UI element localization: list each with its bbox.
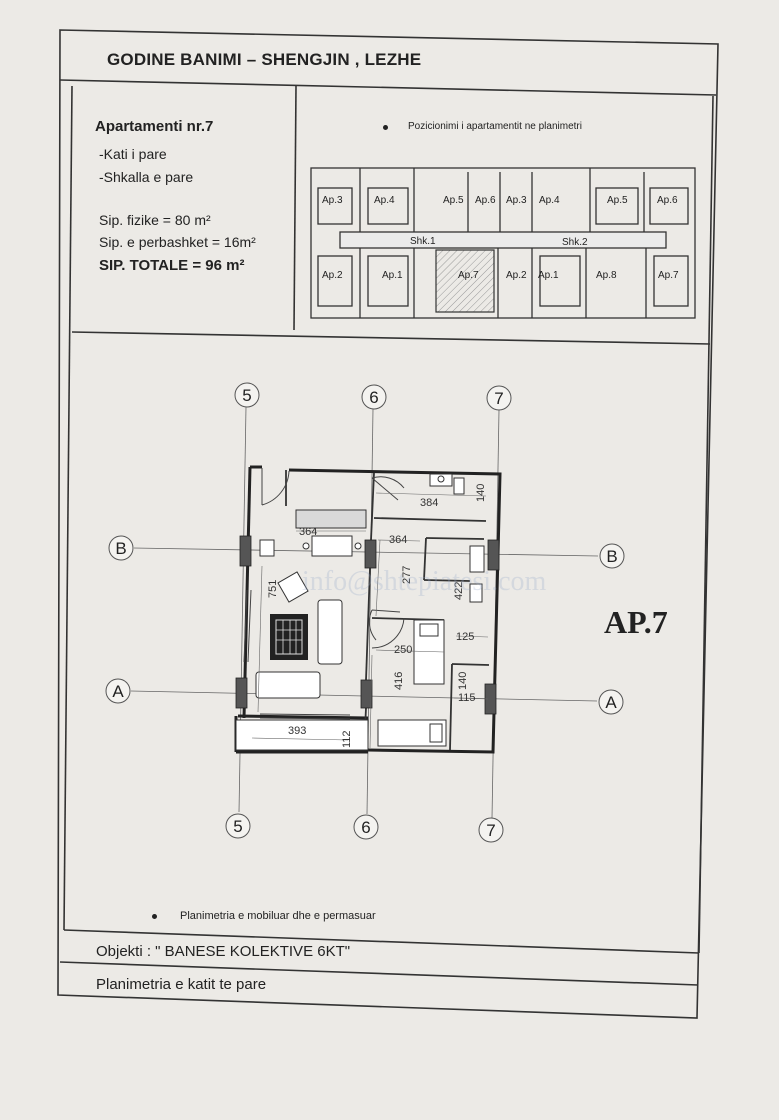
dimension-label: 250 [394,644,412,656]
bullet-icon [383,125,388,130]
dimension-label: 416 [393,672,405,690]
stair-label: Shk.2 [562,237,588,248]
highlighted-unit [435,249,495,313]
apartment-stair: -Shkalla e pare [99,169,194,185]
axis-label-6-bottom: 6 [361,818,370,837]
unit-label: Ap.4 [539,195,560,206]
axis-label-7-bottom: 7 [486,821,495,840]
unit-label: Ap.2 [322,270,343,281]
toilet [453,477,465,495]
rug [270,614,308,660]
unit-label: Ap.5 [443,195,464,206]
dimension-label: 125 [456,631,474,643]
stair-label: Shk.1 [410,236,436,247]
position-plan-label: Pozicionimi i apartamentit ne planimetri [408,121,582,132]
dimension-label: 140 [457,672,469,690]
apartment-total-area: SIP. TOTALE = 96 m² [99,257,245,274]
unit-label: Ap.1 [382,270,403,281]
dimension-label: 751 [267,580,279,598]
kitchen-counter [295,509,367,529]
sofa [255,671,321,699]
dimension-label: 112 [341,730,353,748]
unit-label: Ap.2 [506,270,527,281]
unit-label: Ap.1 [538,270,559,281]
dimension-label: 115 [458,692,476,704]
apartment-name: Apartamenti nr.7 [95,118,214,135]
balcony [235,719,369,751]
axis-label-B-left: B [115,539,126,558]
sofa [317,599,343,665]
floor-plan-title: Planimetria e katit te pare [96,976,267,993]
column-marker [235,677,248,709]
axis-label-A-right: A [605,693,617,712]
unit-label: Ap.6 [475,195,496,206]
axis-label-7-top: 7 [494,389,503,408]
unit-label: Ap.7 [458,270,479,281]
column-marker [239,535,252,567]
apartment-shared-area: Sip. e perbashket = 16m² [99,234,256,250]
dimension-label: 140 [475,484,487,502]
column-marker [364,539,377,569]
axis-label-B-right: B [606,547,617,566]
unit-label: Ap.7 [658,270,679,281]
dimension-label: 384 [420,497,438,509]
unit-label: Ap.3 [506,195,527,206]
dimension-label: 364 [389,534,407,546]
axis-label-5-bottom: 5 [233,817,242,836]
apartment-floor: -Kati i pare [99,146,167,162]
column-marker [360,679,373,709]
axis-label-A-left: A [112,682,124,701]
dimension-label: 277 [401,566,413,584]
axis-label-5-top: 5 [242,386,251,405]
plan-caption: Planimetria e mobiluar dhe e permasuar [180,910,376,922]
dimension-label: 422 [453,582,465,600]
axis-label-6-top: 6 [369,388,378,407]
unit-label: Ap.5 [607,195,628,206]
column-marker [487,539,500,571]
objekti-label: Objekti : " BANESE KOLEKTIVE 6KT" [96,943,351,960]
dimension-label: 393 [288,725,306,737]
apartment-plan-label: AP.7 [604,604,668,640]
shower [469,545,485,573]
bullet-icon [152,914,157,919]
armchair [277,571,309,603]
unit-label: Ap.8 [596,270,617,281]
unit-label: Ap.6 [657,195,678,206]
dimension-label: 364 [299,526,317,538]
unit-label: Ap.4 [374,195,395,206]
page-title: GODINE BANIMI – SHENGJIN , LEZHE [107,50,422,69]
watermark: info@shtepiatesi.com [302,566,547,597]
unit-label: Ap.3 [322,195,343,206]
apartment-physical-area: Sip. fizike = 80 m² [99,212,211,228]
dining-table [311,535,353,557]
